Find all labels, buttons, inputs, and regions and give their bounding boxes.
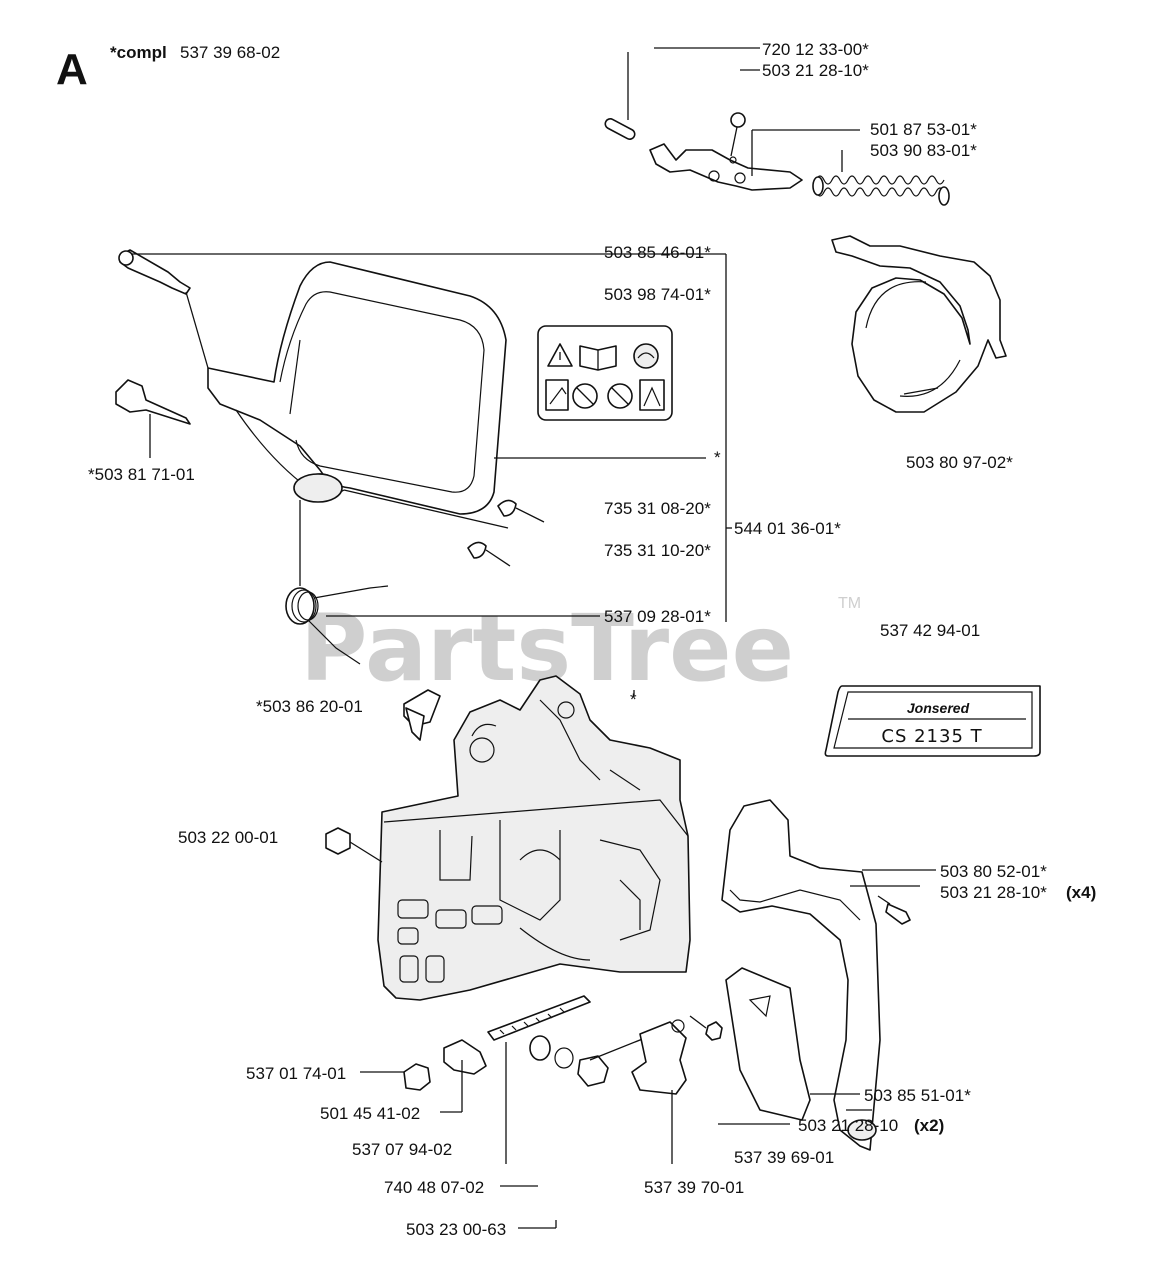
helmet-icon: [633, 343, 659, 369]
label-503-21-28-10-x2: 503 21 28-10: [798, 1116, 898, 1135]
label-501-45-41-02: 501 45 41-02: [320, 1104, 420, 1123]
chain-brake-cover: [115, 249, 732, 665]
label-503-81-71-01: *503 81 71-01: [88, 465, 195, 484]
guide-plate: [725, 967, 860, 1121]
label-asterisk-cover: *: [714, 448, 721, 467]
label-503-80-97-02: 503 80 97-02*: [906, 453, 1013, 472]
cover-plate: [721, 799, 936, 1151]
clutch-cover-housing: [377, 675, 691, 1001]
torsion-spring-icon: [285, 585, 389, 665]
spring-icon: [812, 175, 950, 206]
chain-tensioner: [403, 995, 723, 1164]
no-tip-contact-icon: [607, 383, 633, 409]
label-qty-x4: (x4): [1066, 883, 1096, 902]
model-decal: Jonsered CS 2135 T: [824, 685, 1041, 757]
decal-brand: Jonsered: [907, 700, 970, 716]
label-503-90-83-01: 503 90 83-01*: [870, 141, 977, 160]
label-735-31-10-20: 735 31 10-20*: [604, 541, 711, 560]
label-503-21-28-10-x4: 503 21 28-10*: [940, 883, 1047, 902]
nut: [325, 827, 383, 863]
label-537-09-28-01: 537 09 28-01*: [604, 607, 711, 626]
warning-decal: [537, 325, 673, 421]
label-720-12-33-00: 720 12 33-00*: [762, 40, 869, 59]
decal-model: CS 2135 T: [881, 726, 982, 747]
label-asterisk-housing: *: [630, 690, 637, 709]
no-one-hand-icon: [572, 383, 598, 409]
label-537-01-74-01: 537 01 74-01: [246, 1064, 346, 1083]
label-740-48-07-02: 740 48 07-02: [384, 1178, 484, 1197]
label-503-98-74-01: 503 98 74-01*: [604, 285, 711, 304]
label-503-21-28-10-top: 503 21 28-10*: [762, 61, 869, 80]
label-537-07-94-02: 537 07 94-02: [352, 1140, 452, 1159]
label-544-01-36-01: 544 01 36-01*: [734, 519, 841, 538]
label-501-87-53-01: 501 87 53-01*: [870, 120, 977, 139]
kickback-icon: [545, 379, 569, 411]
compl-number: 537 39 68-02: [180, 43, 280, 62]
brake-band: [831, 235, 1007, 413]
label-503-80-52-01: 503 80 52-01*: [940, 862, 1047, 881]
label-503-22-00-01: 503 22 00-01: [178, 828, 278, 847]
label-503-86-20-01: *503 86 20-01: [256, 697, 363, 716]
label-537-42-94-01: 537 42 94-01: [880, 621, 980, 640]
label-qty-x2: (x2): [914, 1116, 944, 1135]
manual-book-icon: [579, 345, 617, 371]
chain-brake-icon: [639, 379, 665, 411]
label-537-39-69-01: 537 39 69-01: [734, 1148, 834, 1167]
label-503-85-51-01: 503 85 51-01*: [864, 1086, 971, 1105]
label-503-23-00-63: 503 23 00-63: [406, 1220, 506, 1239]
watermark-tm: TM: [838, 595, 861, 612]
warning-triangle-icon: [547, 343, 573, 367]
label-503-85-46-01: 503 85 46-01*: [604, 243, 711, 262]
compl-prefix: *compl: [110, 43, 167, 62]
label-537-39-70-01: 537 39 70-01: [644, 1178, 744, 1197]
brake-lever-assembly: [604, 47, 950, 206]
label-735-31-08-20: 735 31 08-20*: [604, 499, 711, 518]
section-letter: A: [56, 45, 88, 94]
